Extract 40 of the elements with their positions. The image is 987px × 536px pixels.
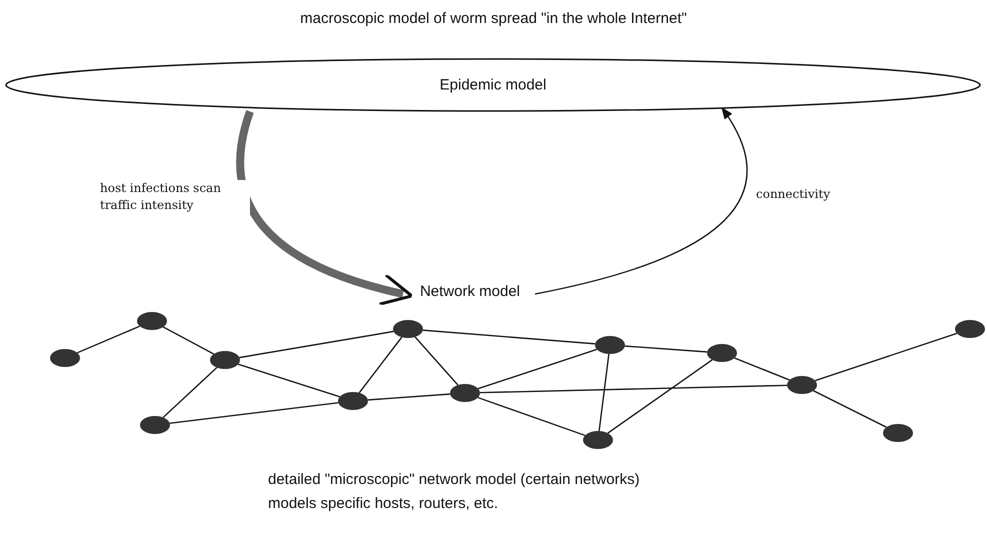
connector-line xyxy=(76,326,140,354)
caption: detailed "microscopic" network model (certain networks) models specific hosts, routers, etc. xyxy=(268,470,641,514)
network-node-dot xyxy=(450,384,480,402)
network-node-dot xyxy=(393,320,423,338)
node-label: Epidemic model xyxy=(440,76,546,94)
connector-line xyxy=(414,336,458,386)
connector-line xyxy=(422,330,596,344)
connector-line xyxy=(239,330,394,358)
connector-line xyxy=(358,336,402,394)
network-node-dot xyxy=(137,312,167,330)
connector-line xyxy=(162,326,214,355)
network-node-dot xyxy=(707,344,737,362)
connector-line xyxy=(170,402,338,424)
connector-line xyxy=(480,384,788,394)
connector-line xyxy=(368,393,450,401)
curved-arrow xyxy=(534,107,748,295)
network-node-dot xyxy=(140,416,170,434)
network-node-dot xyxy=(210,351,240,369)
edge-label: host infections scan traffic intensity xyxy=(100,180,250,214)
connector-line xyxy=(478,396,586,436)
connector-line xyxy=(624,345,708,353)
edge-label: connectivity xyxy=(756,186,830,203)
curved-arrow xyxy=(236,110,414,305)
connector-line xyxy=(238,364,340,398)
connector-line xyxy=(734,357,790,381)
connector-line xyxy=(598,354,610,432)
network-node-dot xyxy=(50,349,80,367)
network-node-dot xyxy=(595,336,625,354)
network-node-dot xyxy=(955,320,985,338)
connector-line xyxy=(814,332,958,382)
node-label: Network model xyxy=(408,281,532,303)
connector-line xyxy=(813,390,887,428)
connector-line xyxy=(478,348,598,390)
network-node-dot xyxy=(583,431,613,449)
connector-line xyxy=(607,359,713,434)
network-node-dot xyxy=(787,376,817,394)
network-node-dot xyxy=(883,424,913,442)
connector-line xyxy=(162,367,218,418)
diagram-title: macroscopic model of worm spread "in the whole Internet" xyxy=(299,10,688,27)
network-node-dot xyxy=(338,392,368,410)
